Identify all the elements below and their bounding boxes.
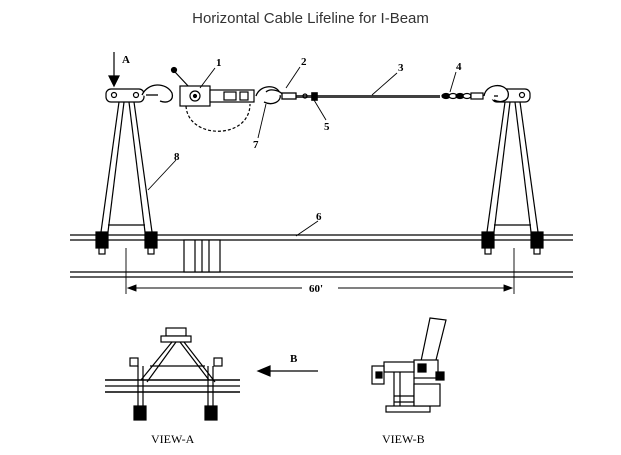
turnbuckle [441,92,484,100]
callout-3-label: 3 [398,62,404,74]
energy-absorber [170,66,255,132]
span-dimension [125,248,515,294]
callout-7-label: 7 [253,139,259,151]
view-b-arrow [256,365,318,377]
view-a-caption: VIEW-A [151,432,195,446]
diagram-title: Horizontal Cable Lifeline for I-Beam [192,10,429,27]
callout-4-label: 4 [456,61,462,73]
span-dimension-label: 60' [309,283,323,295]
view-b-caption: VIEW-B [382,432,425,446]
right-beam-anchor [481,88,544,255]
callout-leaders [147,66,457,237]
view-a-arrow [108,52,120,88]
view-a-arrow-label: A [122,54,130,66]
view-b-arrow-label: B [290,353,298,365]
view-b-detail [371,317,447,413]
view-a-detail [105,327,240,421]
cable-thimble [255,86,308,105]
i-beam [70,234,573,278]
left-beam-anchor [95,88,158,255]
callout-8-label: 8 [174,151,180,163]
right-snap-hook [483,85,509,103]
callout-1-label: 1 [216,57,222,69]
callout-2-label: 2 [301,56,307,68]
callout-6-label: 6 [316,211,322,223]
callout-5-label: 5 [324,121,330,133]
left-snap-hook [141,84,174,103]
wire-rope [296,92,440,101]
